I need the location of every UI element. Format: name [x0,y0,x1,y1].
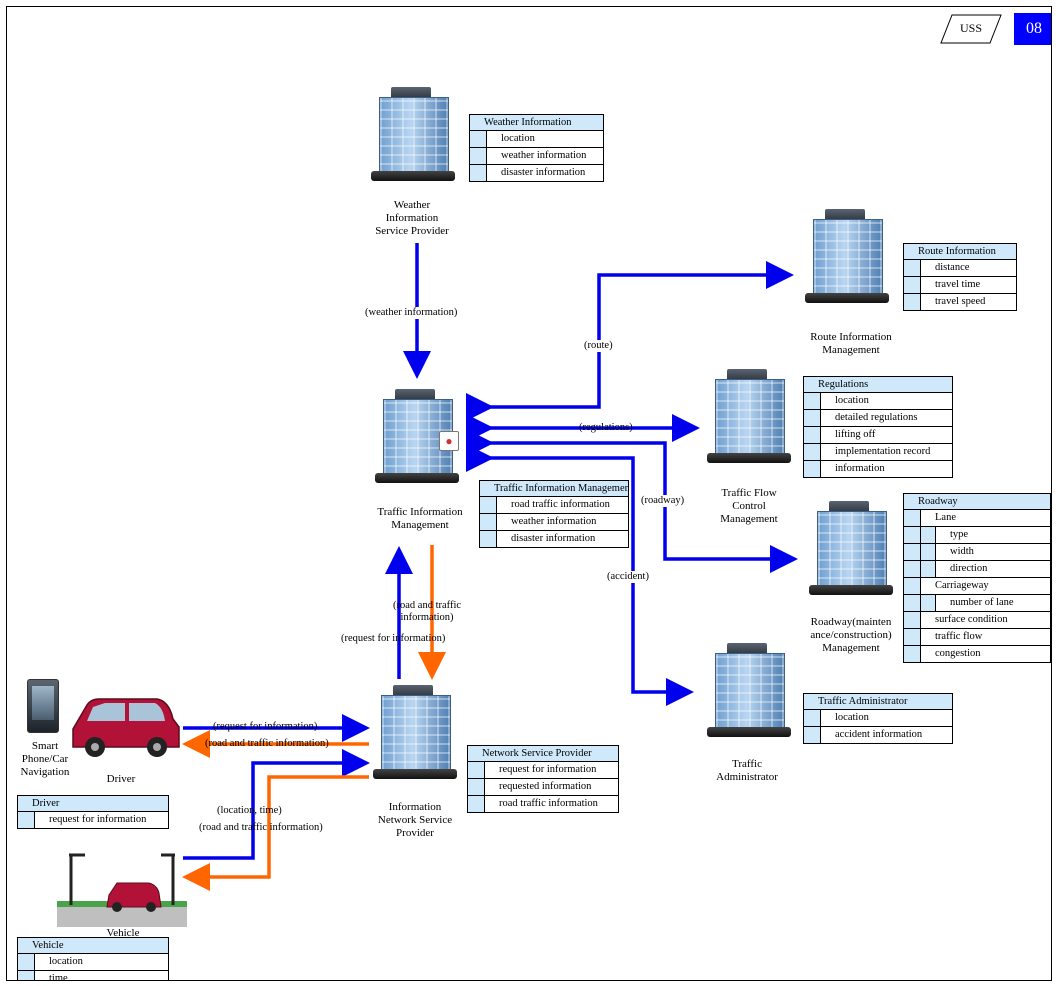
admin-building-icon [707,639,791,739]
driver-car-icon [65,691,185,763]
tim-label: Traffic Information Management [355,506,485,532]
flow-building-icon [707,365,791,465]
table-cell: disaster information [487,165,603,181]
table-cell: detailed regulations [821,410,952,426]
table-title: Traffic Information Management [480,481,628,497]
table-title: Regulations [804,377,952,393]
flow-route-label: (route) [584,340,613,352]
table-cell: implementation record [821,444,952,460]
flow-accident-label: (accident) [607,571,649,583]
table-cell: location [35,954,168,970]
table-cell: weather information [497,514,628,530]
table-cell: distance [921,260,1016,276]
table-cell: location [487,131,603,147]
table-cell: travel speed [921,294,1016,310]
table-cell: road traffic information [485,796,618,812]
flow-label: Traffic Flow Control Management [689,487,809,526]
flow-driver-request-label: (request for information) [213,721,317,733]
weather-info-table: Weather Information location weather inf… [469,114,604,182]
roadway-building-icon [809,497,893,597]
table-title: Driver [18,796,168,812]
driver-table: Driver request for information [17,795,169,829]
table-cell: direction [936,561,1050,577]
uss-tag-label: USS [940,21,1002,36]
insp-building-icon [373,681,457,781]
insp-label: Information Network Service Provider [353,801,477,840]
table-cell: location [821,710,952,726]
flow-road-traffic-label: (road and traffic information) [393,600,461,624]
flow-driver-road-label: (road and traffic information) [205,738,329,750]
table-title: Weather Information [470,115,603,131]
table-cell: congestion [921,646,1050,662]
weather-provider-label: Weather Information Service Provider [347,199,477,238]
driver-label: Driver [91,773,151,786]
table-cell: type [936,527,1050,543]
page-number-badge: 08 [1014,13,1052,45]
table-cell: number of lane [936,595,1050,611]
admin-table: Traffic Administrator location accident … [803,693,953,744]
table-cell: lifting off [821,427,952,443]
nsp-table: Network Service Provider request for inf… [467,745,619,813]
table-cell: surface condition [921,612,1050,628]
table-cell: information [821,461,952,477]
table-cell: width [936,544,1050,560]
diagram-frame: USS 08 Weather Information Service Provi… [6,6,1052,981]
flow-vehicle-road-label: (road and traffic information) [199,822,323,834]
route-building-icon [805,205,889,305]
table-title: Route Information [904,244,1016,260]
uss-tag: USS [940,14,1002,44]
smartphone-icon [27,679,59,733]
table-title: Roadway [904,494,1050,510]
flow-regulations-label: (regulations) [579,422,633,434]
route-label: Route Information Management [791,331,911,357]
tim-info-table: Traffic Information Management road traf… [479,480,629,548]
table-cell: traffic flow [921,629,1050,645]
table-cell: time [35,971,168,981]
tim-building-icon: ● [375,385,459,485]
table-cell: Lane [921,510,1050,526]
admin-label: Traffic Administrator [697,758,797,784]
table-cell: accident information [821,727,952,743]
table-cell: request for information [35,812,168,828]
roadway-label: Roadway(mainten ance/construction) Manag… [789,616,913,655]
user-badge-icon: ● [439,431,459,451]
table-cell: location [821,393,952,409]
regulations-table: Regulations location detailed regulation… [803,376,953,478]
table-title: Traffic Administrator [804,694,952,710]
flow-vehicle-location-label: (location, time) [217,805,282,817]
flow-request-label: (request for information) [341,633,445,645]
flow-roadway-label: (roadway) [641,495,684,507]
table-cell: Carriageway [921,578,1050,594]
table-title: Network Service Provider [468,746,618,762]
table-cell: weather information [487,148,603,164]
vehicle-scene-icon [57,847,187,927]
table-cell: requested information [485,779,618,795]
table-cell: road traffic information [497,497,628,513]
table-cell: disaster information [497,531,628,547]
weather-provider-building-icon [371,83,455,183]
route-info-table: Route Information distance travel time t… [903,243,1017,311]
table-title: Vehicle [18,938,168,954]
table-cell: travel time [921,277,1016,293]
table-cell: request for information [485,762,618,778]
flow-weather-label: (weather information) [365,307,457,319]
vehicle-table: Vehicle location time [17,937,169,981]
roadway-table: Roadway Lane type width direction Carria… [903,493,1051,663]
